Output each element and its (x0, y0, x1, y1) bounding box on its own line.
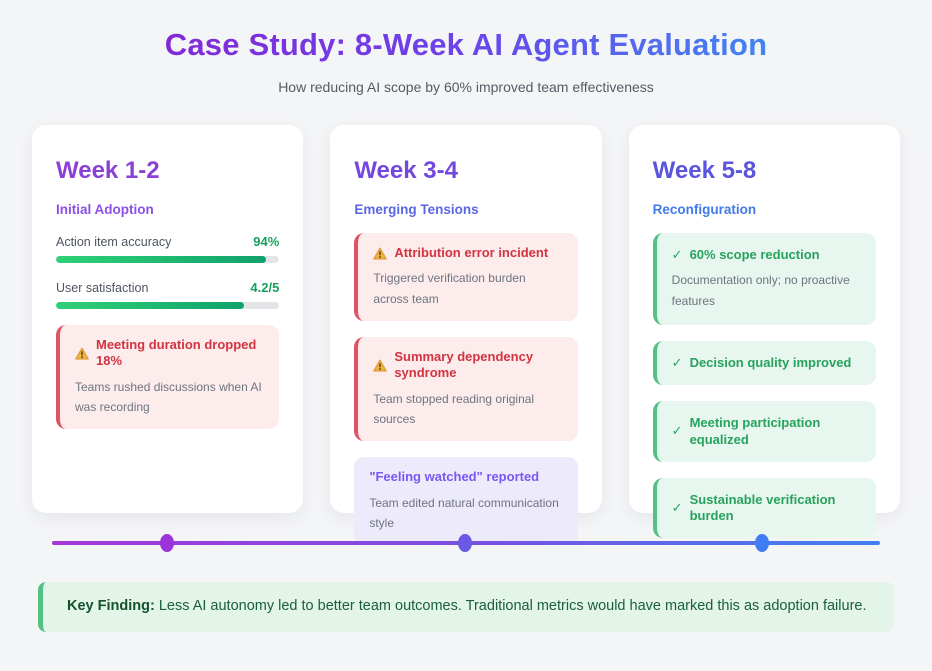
warning-alert: Attribution error incident Triggered ver… (354, 233, 578, 322)
card-subtitle: Emerging Tensions (354, 202, 479, 217)
key-finding-box: Key Finding: Less AI autonomy led to bet… (38, 582, 894, 632)
alert-description: Triggered verification burden across tea… (373, 271, 526, 306)
warning-icon (373, 247, 388, 260)
metric-user-satisfaction: User satisfaction 4.2/5 (56, 280, 280, 309)
progress-track (56, 256, 280, 263)
alert-title: Attribution error incident (394, 245, 549, 260)
alert-title: "Feeling watched" reported (369, 469, 540, 485)
success-alert: ✓ 60% scope reduction Documentation only… (652, 233, 876, 326)
card-week-5-8: Week 5-8 Reconfiguration ✓ 60% scope red… (628, 125, 900, 539)
key-finding-label: Key Finding: (67, 598, 155, 614)
check-icon: ✓ (671, 499, 683, 515)
card-title: Week 5-8 (652, 157, 757, 184)
alert-title: Summary dependency syndrome (394, 349, 534, 381)
progress-fill (56, 256, 266, 263)
metric-action-item-accuracy: Action item accuracy 94% (56, 234, 280, 263)
alert-description: Documentation only; no proactive feature… (671, 273, 850, 308)
card-title: Week 3-4 (354, 157, 458, 184)
week-cards-row: Week 1-2 Initial Adoption Action item ac… (0, 125, 932, 546)
alert-description: Team edited natural communication style (369, 495, 559, 530)
progress-track (56, 302, 280, 309)
key-finding-text: Less AI autonomy led to better team outc… (154, 598, 867, 614)
timeline-dot-3 (755, 534, 769, 552)
warning-icon (373, 359, 388, 372)
alert-title: Sustainable verification burden (689, 491, 836, 524)
timeline (0, 534, 932, 552)
metric-value: 94% (253, 234, 280, 249)
warning-alert: Summary dependency syndrome Team stopped… (354, 337, 578, 442)
success-alert: ✓ Sustainable verification burden (652, 477, 876, 539)
alert-description: Team stopped reading original sources (373, 391, 535, 426)
note-alert: "Feeling watched" reported Team edited n… (354, 457, 578, 546)
check-icon: ✓ (671, 355, 683, 371)
card-week-1-2: Week 1-2 Initial Adoption Action item ac… (32, 125, 304, 513)
success-alert: ✓ Meeting participation equalized (652, 401, 876, 462)
success-alert: ✓ Decision quality improved (652, 341, 876, 386)
metric-label: User satisfaction (56, 281, 149, 295)
alert-title: Meeting duration dropped 18% (96, 337, 257, 369)
timeline-dot-2 (458, 534, 472, 552)
metric-label: Action item accuracy (56, 235, 172, 249)
alert-description: Teams rushed discussions when AI was rec… (75, 379, 262, 414)
check-icon: ✓ (671, 247, 683, 262)
warning-icon (75, 347, 89, 360)
alert-title: Meeting participation equalized (689, 415, 821, 447)
card-subtitle: Reconfiguration (652, 202, 757, 217)
metric-value: 4.2/5 (250, 280, 280, 295)
alert-title: Decision quality improved (689, 355, 852, 371)
card-title: Week 1-2 (56, 157, 160, 184)
progress-fill (56, 302, 244, 309)
page-title: Case Study: 8-Week AI Agent Evaluation (164, 27, 768, 62)
page-header: Case Study: 8-Week AI Agent Evaluation H… (0, 0, 932, 95)
warning-alert: Meeting duration dropped 18% Teams rushe… (56, 325, 280, 430)
check-icon: ✓ (671, 423, 683, 439)
card-subtitle: Initial Adoption (56, 202, 154, 217)
page-subtitle: How reducing AI scope by 60% improved te… (278, 79, 654, 95)
card-week-3-4: Week 3-4 Emerging Tensions Attribution e… (330, 125, 602, 546)
timeline-dot-1 (160, 534, 174, 552)
alert-title: 60% scope reduction (689, 247, 820, 262)
